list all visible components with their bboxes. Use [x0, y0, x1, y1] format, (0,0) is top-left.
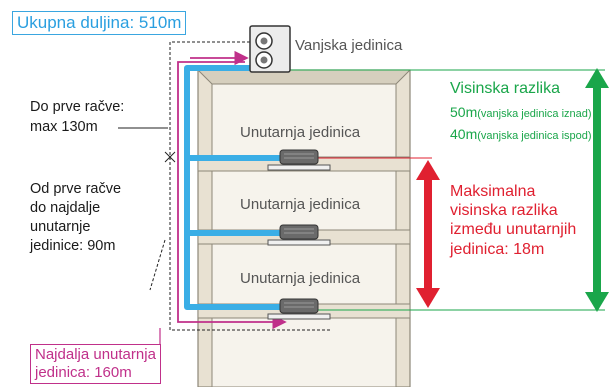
indoor-unit-label-3: Unutarnja jedinica [240, 270, 361, 287]
dashed-bracket [149, 41, 330, 331]
height-below-label: 40m(vanjska jedinica ispod) [450, 126, 592, 143]
first-branch-line-2: max 130m [30, 118, 98, 135]
height-below-value: 40m [450, 126, 478, 142]
total-length-label: Ukupna duljina: 510m [12, 11, 187, 35]
from-branch-line-3: unutarnje [30, 218, 91, 235]
max-indoor-difference-arrow [416, 160, 440, 308]
farthest-line-1: Najdalja unutarnja [35, 346, 156, 363]
height-above-label: 50m(vanjska jedinica iznad) [450, 104, 592, 121]
farthest-from-branch-label: Od prve račve do najdalje unutarnje jedi… [30, 180, 121, 255]
farthest-indoor-label: Najdalja unutarnja jedinica: 160m [30, 344, 161, 384]
height-difference-arrow [585, 68, 609, 312]
first-branch-length-label: Do prve račve: max 130m [30, 98, 124, 137]
from-branch-line-1: Od prve račve [30, 181, 122, 197]
indoor-unit-2 [267, 224, 331, 246]
from-branch-line-4: jedinice: 90m [30, 237, 116, 254]
height-above-note: (vanjska jedinica iznad) [477, 108, 592, 120]
height-difference-title: Visinska razlika [450, 80, 560, 97]
max-diff-line-3: između unutarnjih [450, 221, 577, 239]
farthest-line-2: jedinica: 160m [35, 364, 132, 381]
refrigerant-pipe [184, 65, 288, 310]
indoor-unit-label-1: Unutarnja jedinica [240, 124, 361, 141]
reference-lines [290, 69, 605, 311]
from-branch-line-2: do najdalje [30, 199, 101, 216]
max-indoor-difference-label: Maksimalna visinska razlika između unuta… [450, 182, 576, 259]
outdoor-unit [249, 25, 291, 73]
outdoor-unit-label: Vanjska jedinica [295, 37, 403, 54]
first-branch-line-1: Do prve račve: [30, 99, 125, 115]
max-diff-line-4: jedinica: 18m [450, 240, 545, 258]
max-diff-line-2: visinska razlika [450, 202, 558, 220]
indoor-unit-3 [267, 298, 331, 320]
indoor-unit-label-2: Unutarnja jedinica [240, 196, 361, 213]
max-diff-line-1: Maksimalna [450, 183, 536, 200]
route-to-farthest-unit [177, 61, 287, 330]
first-branch-marker [164, 151, 176, 163]
indoor-unit-1 [267, 149, 331, 171]
height-above-value: 50m [450, 104, 478, 120]
height-below-note: (vanjska jedinica ispod) [477, 130, 592, 142]
